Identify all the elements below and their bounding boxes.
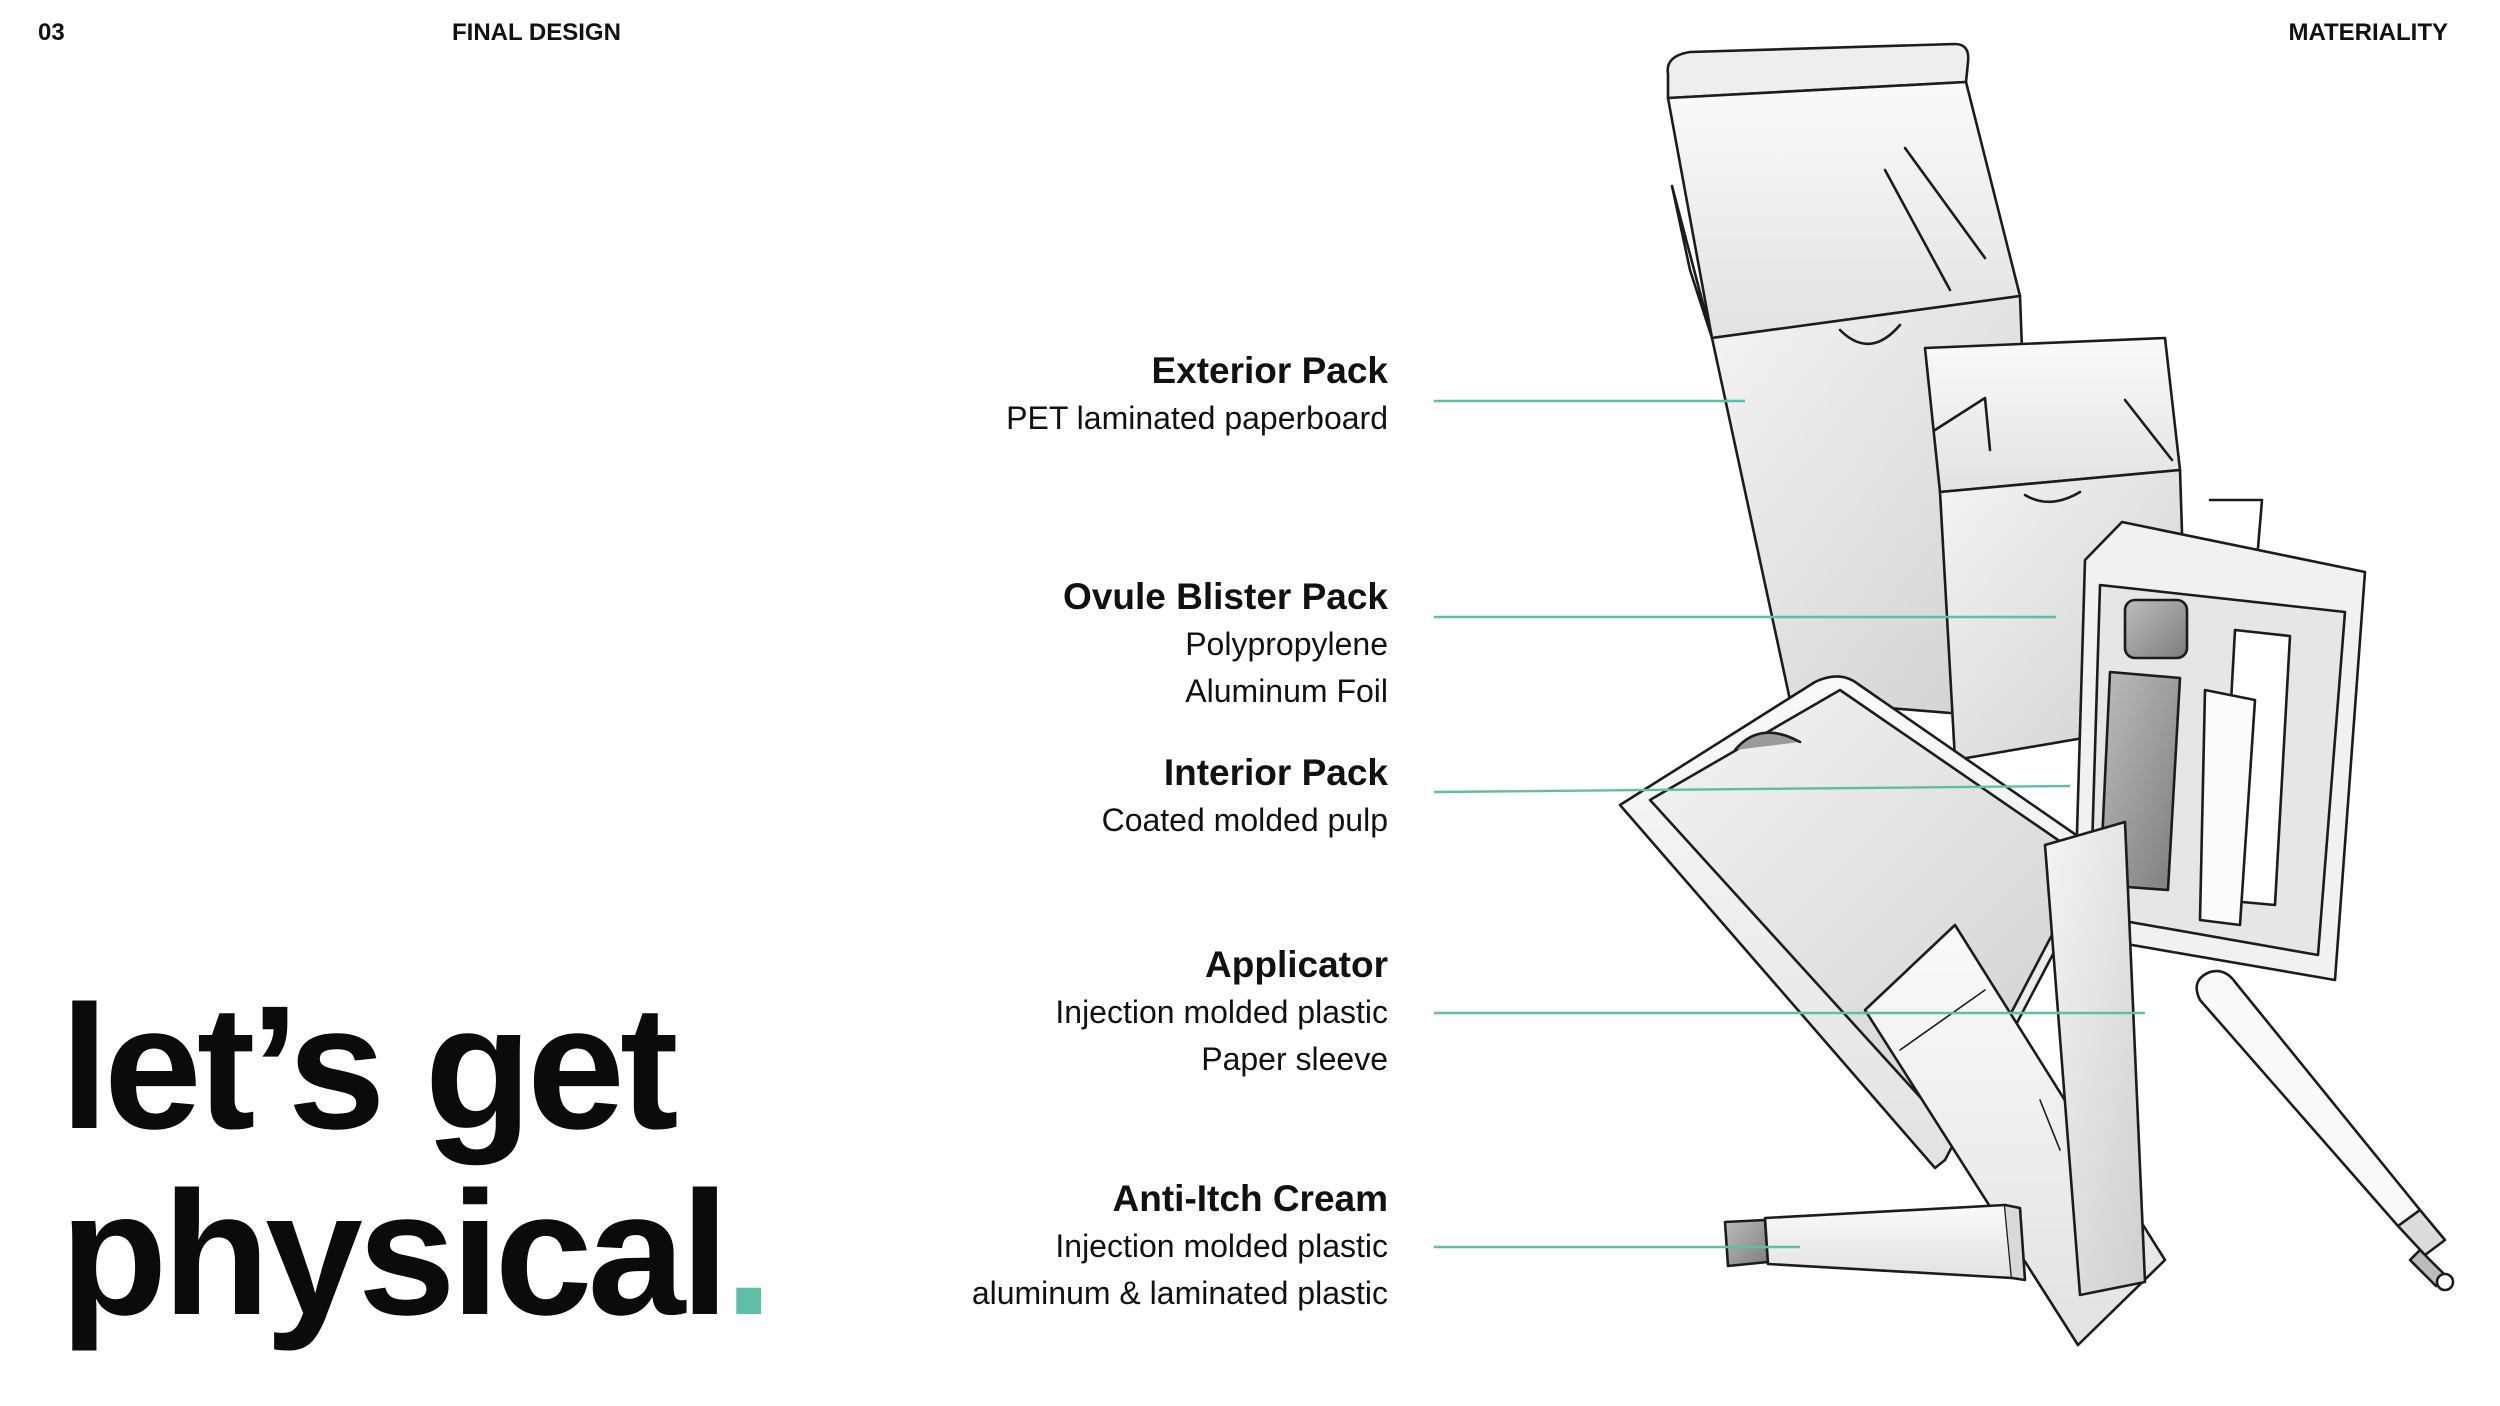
callout-interior-pack: Interior Pack Coated molded pulp (868, 749, 1388, 844)
leader-lines (1433, 399, 2145, 1249)
callout-material: Injection molded plastic (1055, 1228, 1388, 1264)
callout-title: Exterior Pack (1151, 350, 1388, 391)
hero-headline: let’s get physical. (60, 970, 773, 1347)
callout-title: Interior Pack (1163, 752, 1388, 793)
callout-title: Applicator (1205, 944, 1388, 985)
callout-material: PET laminated paperboard (1006, 400, 1388, 436)
cream-tube (1723, 1203, 2027, 1282)
accent-dot: . (724, 1156, 773, 1352)
interior-tray (1618, 675, 2107, 1170)
callout-material: Aluminum Foil (1185, 673, 1388, 709)
hero-line-2-text: physical (60, 1156, 729, 1352)
callout-title: Anti-Itch Cream (1112, 1178, 1388, 1219)
exterior-box (1666, 42, 2038, 722)
blister-tray (2072, 498, 2367, 982)
callout-anti-itch-cream: Anti-Itch Cream Injection molded plastic… (868, 1175, 1388, 1317)
callout-material: Coated molded pulp (1101, 802, 1388, 838)
leader-line-interior-pack (1433, 784, 2071, 794)
callout-material: Polypropylene (1185, 626, 1388, 662)
callout-material: aluminum & laminated plastic (971, 1275, 1388, 1311)
ovule-blister-box (1923, 336, 2190, 762)
callout-exterior-pack: Exterior Pack PET laminated paperboard (868, 347, 1388, 442)
topic-title: MATERIALITY (2288, 19, 2448, 46)
page-number: 03 (38, 19, 65, 46)
callout-title: Ovule Blister Pack (1063, 576, 1388, 617)
callout-material: Paper sleeve (1201, 1041, 1388, 1077)
hero-line-1: let’s get (60, 970, 679, 1166)
section-title: FINAL DESIGN (452, 19, 621, 46)
callout-ovule-blister-pack: Ovule Blister Pack Polypropylene Aluminu… (868, 573, 1388, 715)
applicator (2195, 969, 2455, 1292)
callout-material: Injection molded plastic (1055, 994, 1388, 1030)
paper-sleeve (1863, 820, 2167, 1347)
hero-line-2: physical. (60, 1161, 773, 1347)
callout-applicator: Applicator Injection molded plastic Pape… (868, 941, 1388, 1083)
